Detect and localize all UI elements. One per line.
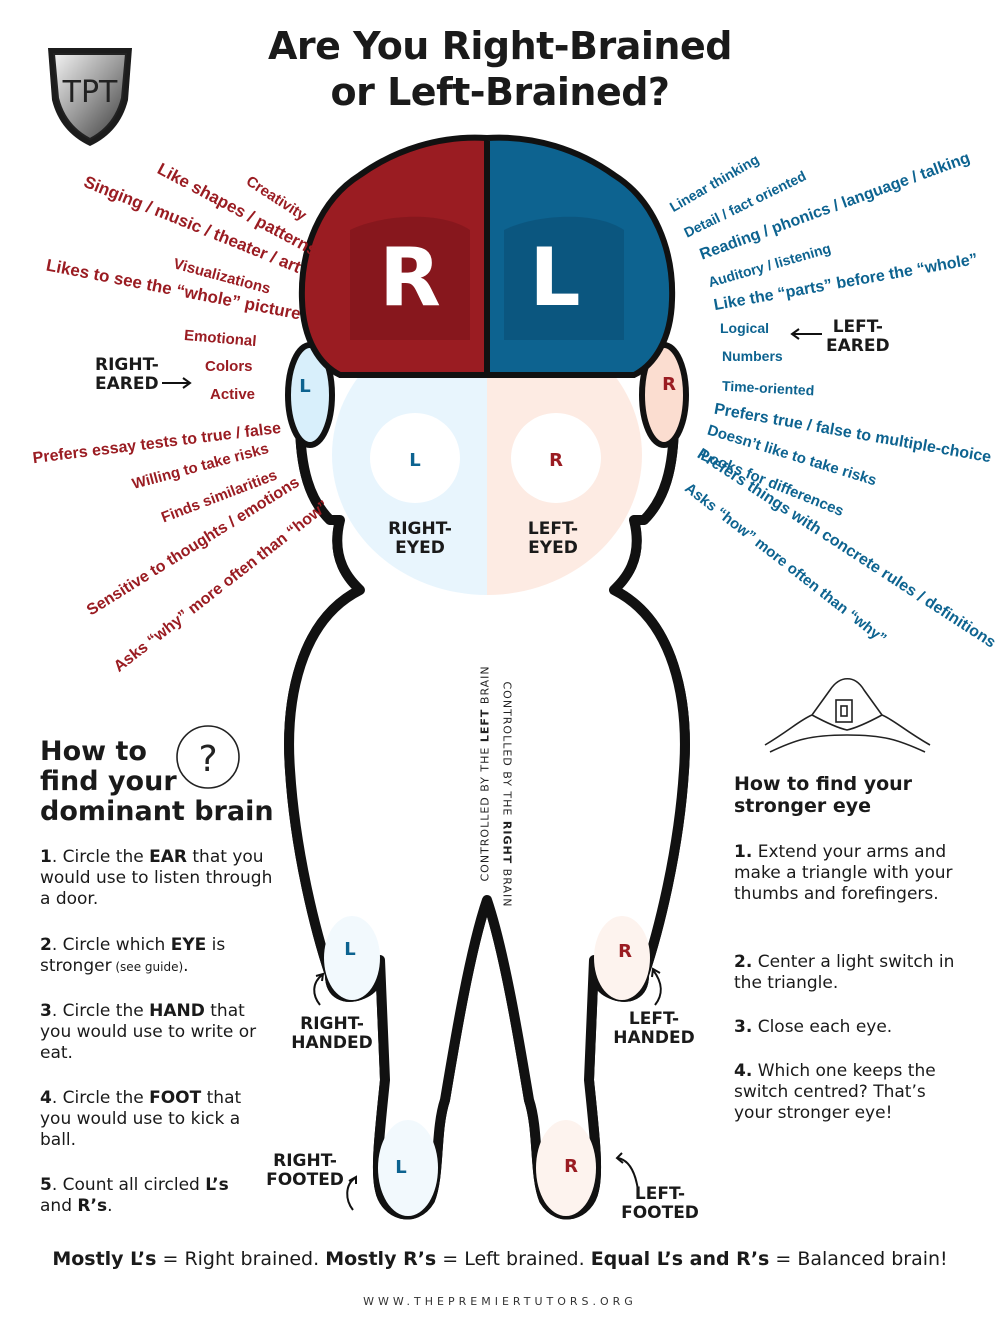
eye-right-marker: R xyxy=(549,450,563,471)
dominant-step-4: 4. Circle the FOOT that you would use to… xyxy=(40,1088,242,1150)
hand-left-marker: L xyxy=(344,939,355,960)
triangle-hands-illustration xyxy=(764,677,931,753)
right-handed-label: RIGHT-HANDED xyxy=(291,1014,373,1053)
right-eared-label: RIGHT-EARED xyxy=(95,355,159,394)
controlled-by-right-text: CONTROLLED BY THE RIGHT BRAIN xyxy=(500,681,514,908)
right-foot xyxy=(536,1120,596,1216)
foot-right-marker: R xyxy=(564,1156,578,1177)
brain-r-letter: R xyxy=(379,231,441,324)
eye-step-3: 3. Close each eye. xyxy=(734,1017,893,1037)
dominant-step-5: 5. Count all circled L’s and R’s. xyxy=(40,1175,229,1216)
brain-l-letter: L xyxy=(530,231,581,324)
dominant-step-2: 2. Circle which EYE is stronger (see gui… xyxy=(40,935,226,976)
trait-numbers: Numbers xyxy=(722,348,783,364)
dominant-brain-heading: How to find your dominant brain xyxy=(40,736,274,827)
eye-step-2: 2. Center a light switch in the triangle… xyxy=(734,952,955,993)
trait-active: Active xyxy=(210,386,256,403)
logo-text: TPT xyxy=(62,75,118,110)
left-hand xyxy=(324,916,380,1000)
summary-line: Mostly L’s = Right brained. Mostly R’s =… xyxy=(52,1248,948,1270)
ear-left-marker: L xyxy=(299,376,310,397)
ear-right-marker: R xyxy=(662,374,676,395)
trait-colors: Colors xyxy=(205,358,253,375)
left-handed-label: LEFT-HANDED xyxy=(613,1009,695,1048)
eye-step-1: 1. Extend your arms and make a triangle … xyxy=(734,842,953,904)
brain xyxy=(298,134,676,378)
stronger-eye-heading: How to find your stronger eye xyxy=(734,773,913,817)
left-eared-label: LEFT-EARED xyxy=(826,317,890,356)
right-eye xyxy=(511,413,601,503)
left-eye xyxy=(370,413,460,503)
right-footed-label: RIGHT-FOOTED xyxy=(266,1151,344,1190)
left-foot xyxy=(378,1120,438,1216)
page-title-line1: Are You Right-Brained xyxy=(268,24,732,68)
right-hand xyxy=(594,916,650,1000)
controlled-by-left-text: CONTROLLED BY THE LEFT BRAIN xyxy=(478,665,492,882)
tpt-logo: TPT xyxy=(48,48,132,146)
trait-logical: Logical xyxy=(720,320,770,336)
foot-left-marker: L xyxy=(395,1157,406,1178)
right-eyed-label: RIGHT-EYED xyxy=(388,519,452,558)
left-footed-label: LEFT-FOOTED xyxy=(621,1184,699,1223)
hand-right-marker: R xyxy=(618,941,632,962)
left-eyed-label: LEFT-EYED xyxy=(527,519,579,558)
page-title-line2: or Left-Brained? xyxy=(330,70,670,114)
eye-left-marker: L xyxy=(409,450,420,471)
pointer-arrows xyxy=(162,328,822,1211)
website-url: WWW.THEPREMIERTUTORS.ORG xyxy=(363,1295,637,1308)
question-mark-icon: ? xyxy=(198,739,217,780)
dominant-step-3: 3. Circle the HAND that you would use to… xyxy=(40,1001,257,1063)
dominant-step-1: 1. Circle the EAR that you would use to … xyxy=(40,847,273,909)
eye-step-4: 4. Which one keeps the switch centred? T… xyxy=(734,1061,936,1123)
question-circle xyxy=(176,725,240,789)
